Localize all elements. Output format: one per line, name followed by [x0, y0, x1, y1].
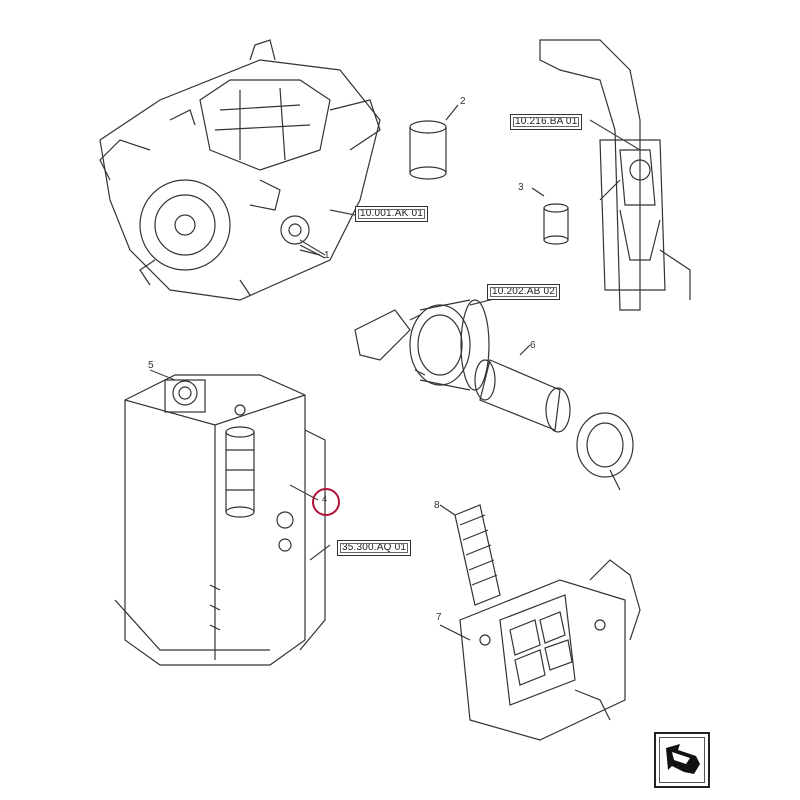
cab-air-filter [439, 504, 501, 606]
reference-label-engine[interactable]: 10.001.AK 01 [355, 206, 429, 222]
return-arrow-icon [666, 744, 700, 774]
callout-4-highlight[interactable]: 4 [312, 488, 340, 516]
reference-label-fuel-filter[interactable]: 10.216.BA 01 [510, 114, 583, 130]
callout-7: 7 [436, 612, 442, 623]
callout-3: 3 [518, 182, 524, 193]
fuel-filter-bracket [539, 39, 691, 311]
oil-filter [409, 104, 459, 180]
air-filter-cap [576, 412, 634, 491]
reference-label-air-filter[interactable]: 10.202.AB 02 [487, 284, 561, 300]
air-filter-housing [354, 299, 490, 391]
engine-assembly [99, 39, 381, 301]
callout-4: 4 [322, 494, 328, 504]
reference-label-hydraulic-tank[interactable]: 35.300.AQ 01 [337, 540, 412, 556]
hydraulic-tank [114, 374, 326, 666]
callout-2: 2 [460, 96, 466, 107]
callout-6: 6 [530, 340, 536, 351]
callout-5: 5 [148, 360, 154, 371]
air-filter-element [474, 344, 571, 433]
callout-8: 8 [434, 500, 440, 511]
return-navigation-button[interactable] [654, 732, 710, 788]
fuel-filter-element [531, 187, 569, 245]
callout-1: 1 [324, 250, 330, 261]
cab-filter-housing [439, 559, 641, 741]
